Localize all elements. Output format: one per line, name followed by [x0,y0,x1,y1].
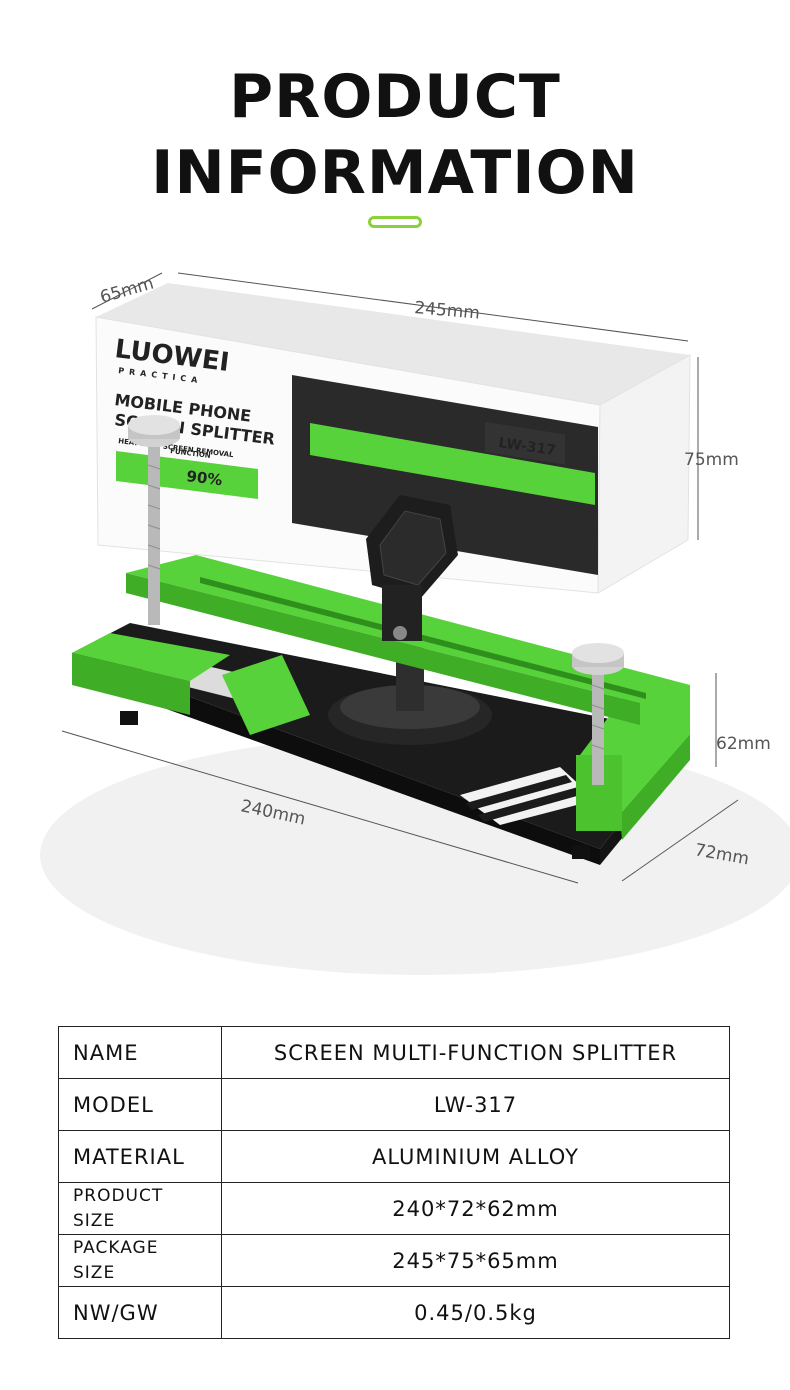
spec-value-product-size: 240*72*62mm [221,1182,730,1235]
spec-value-weight: 0.45/0.5kg [221,1286,730,1339]
table-row: NW/GW 0.45/0.5kg [58,1286,730,1339]
spec-value-model: LW-317 [221,1078,730,1131]
table-row: MATERIAL ALUMINIUM ALLOY [58,1130,730,1183]
dim-tool-height: 62mm [716,734,771,754]
title-line-1: PRODUCT [229,62,561,132]
spec-key-package-size-line2: SIZE [73,1262,116,1283]
spec-key-product-size-line1: PRODUCT [73,1185,164,1206]
dimension-lines [61,272,739,884]
table-row: PACKAGE SIZE 245*75*65mm [58,1234,730,1287]
box-model-label: LW-317 [497,435,556,459]
splitter-base [72,623,690,865]
splitter-crossbar [126,495,690,725]
spec-key-product-size: PRODUCT SIZE [58,1182,222,1235]
spec-key-name: NAME [58,1026,222,1079]
table-row: MODEL LW-317 [58,1078,730,1131]
spec-key-weight: NW/GW [58,1286,222,1339]
spec-table: NAME SCREEN MULTI-FUNCTION SPLITTER MODE… [58,1026,730,1339]
title-accent-divider [368,216,422,228]
spec-value-name: SCREEN MULTI-FUNCTION SPLITTER [221,1026,730,1079]
package-box: LW-317 LUOWEI PRACTICA MOBILE PHONE SCRE… [95,283,691,594]
spec-key-package-size-line1: PACKAGE [73,1237,159,1258]
right-screw-knob [572,643,624,785]
spec-value-material: ALUMINIUM ALLOY [221,1130,730,1183]
box-badge: 90% [186,467,224,489]
spec-key-product-size-line2: SIZE [73,1210,116,1231]
spec-key-model: MODEL [58,1078,222,1131]
table-row: NAME SCREEN MULTI-FUNCTION SPLITTER [58,1026,730,1079]
spec-key-material: MATERIAL [58,1130,222,1183]
spec-key-package-size: PACKAGE SIZE [58,1234,222,1287]
product-svg: LW-317 LUOWEI PRACTICA MOBILE PHONE SCRE… [40,272,790,975]
dim-box-height: 75mm [684,450,739,470]
title-line-2: INFORMATION [151,138,639,208]
table-row: PRODUCT SIZE 240*72*62mm [58,1182,730,1235]
spec-value-package-size: 245*75*65mm [221,1234,730,1287]
product-illustration: LW-317 LUOWEI PRACTICA MOBILE PHONE SCRE… [0,255,790,995]
left-screw-knob [128,415,180,625]
